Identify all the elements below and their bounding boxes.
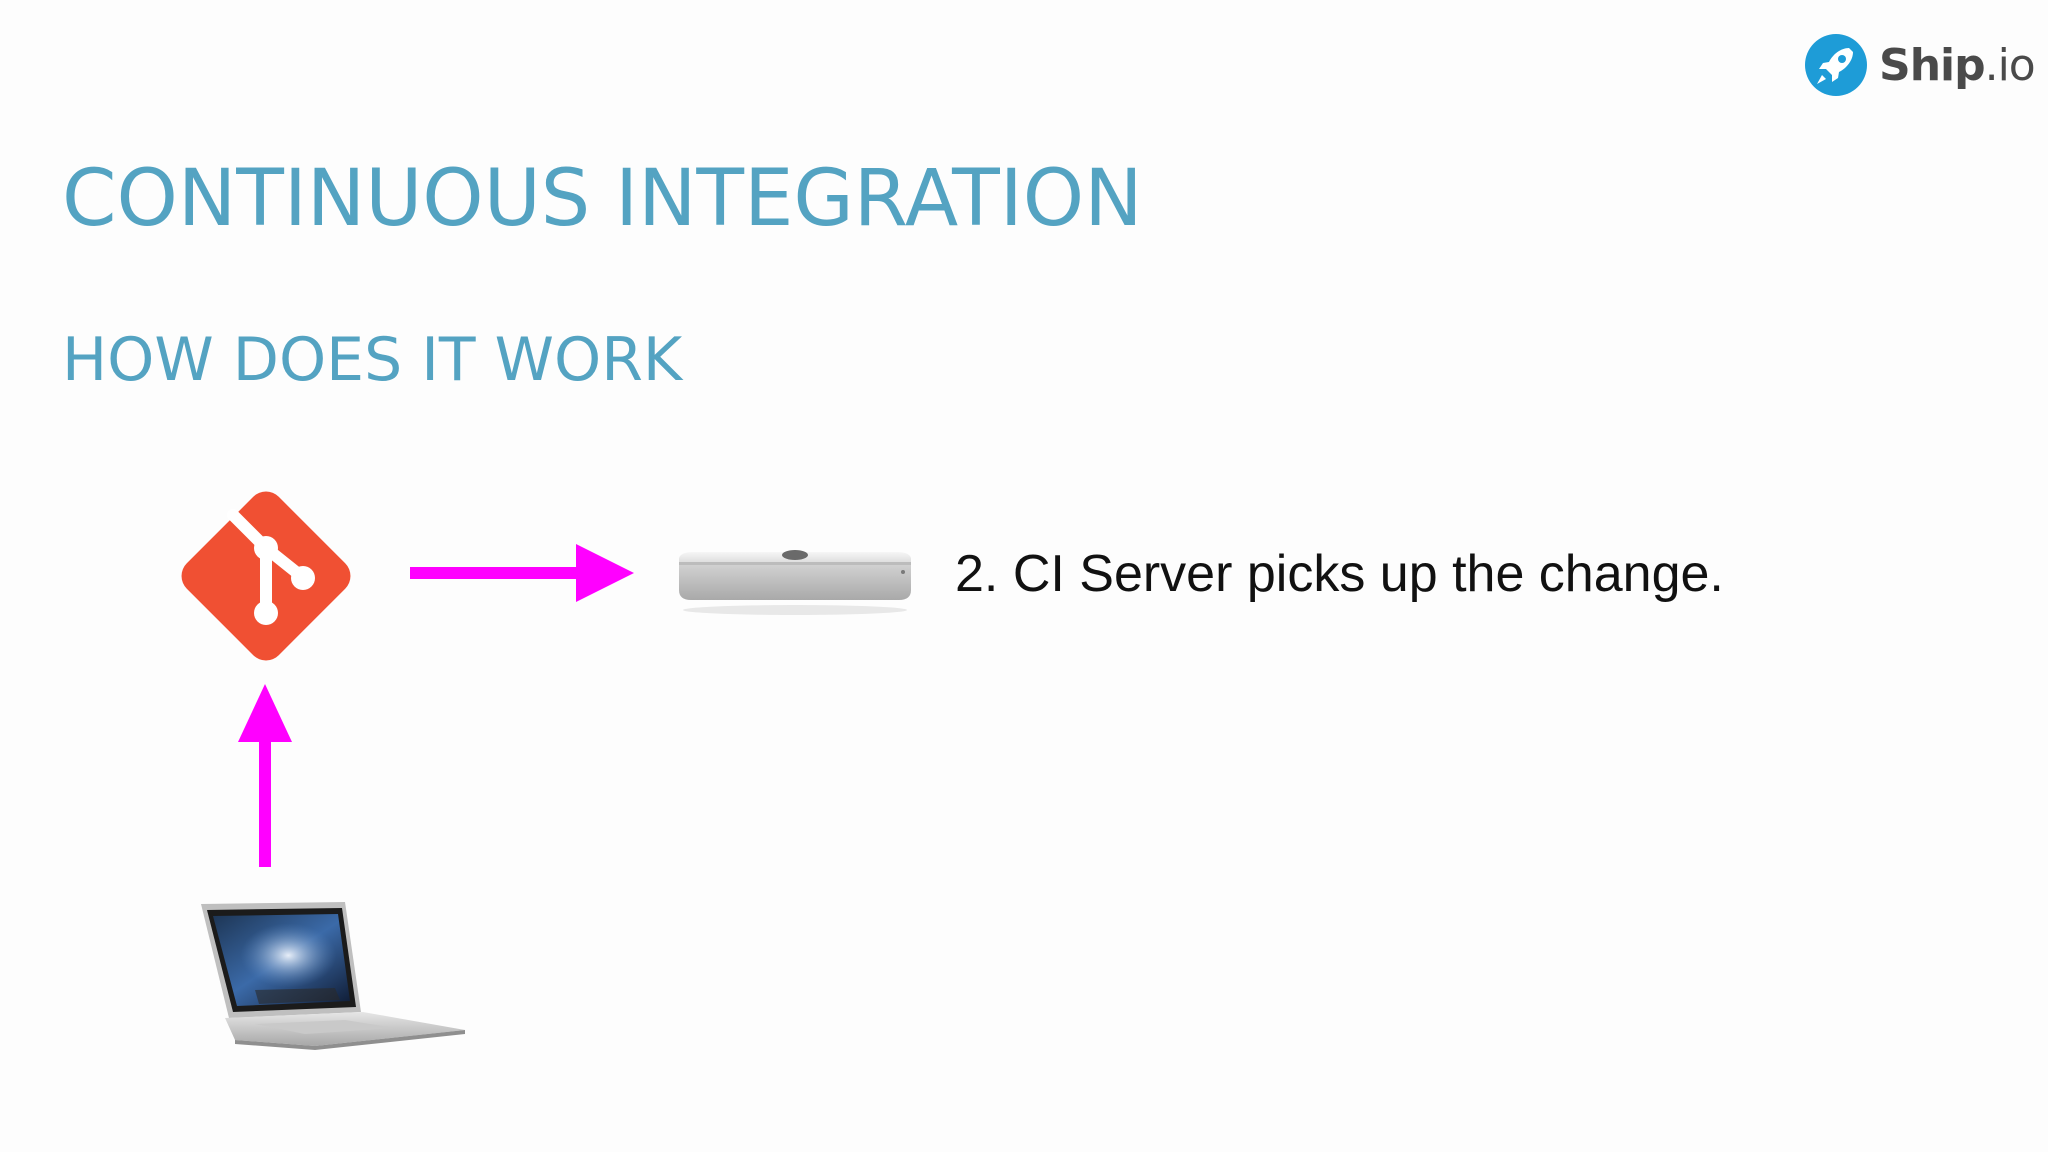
logo-text: Ship.io xyxy=(1879,39,2036,91)
developer-laptop xyxy=(201,902,465,1050)
slide-subtitle: HOW DOES IT WORK xyxy=(62,325,683,395)
rocket-icon xyxy=(1805,34,1867,96)
git-repository-icon xyxy=(181,491,351,661)
arrow-up-icon xyxy=(238,684,292,867)
ship-io-logo: Ship.io xyxy=(1805,30,2036,100)
slide-title: CONTINUOUS INTEGRATION xyxy=(62,154,1143,244)
arrow-right-icon xyxy=(410,544,634,602)
step-description: 2. CI Server picks up the change. xyxy=(955,545,1724,603)
ci-server-mac-mini xyxy=(679,550,911,615)
